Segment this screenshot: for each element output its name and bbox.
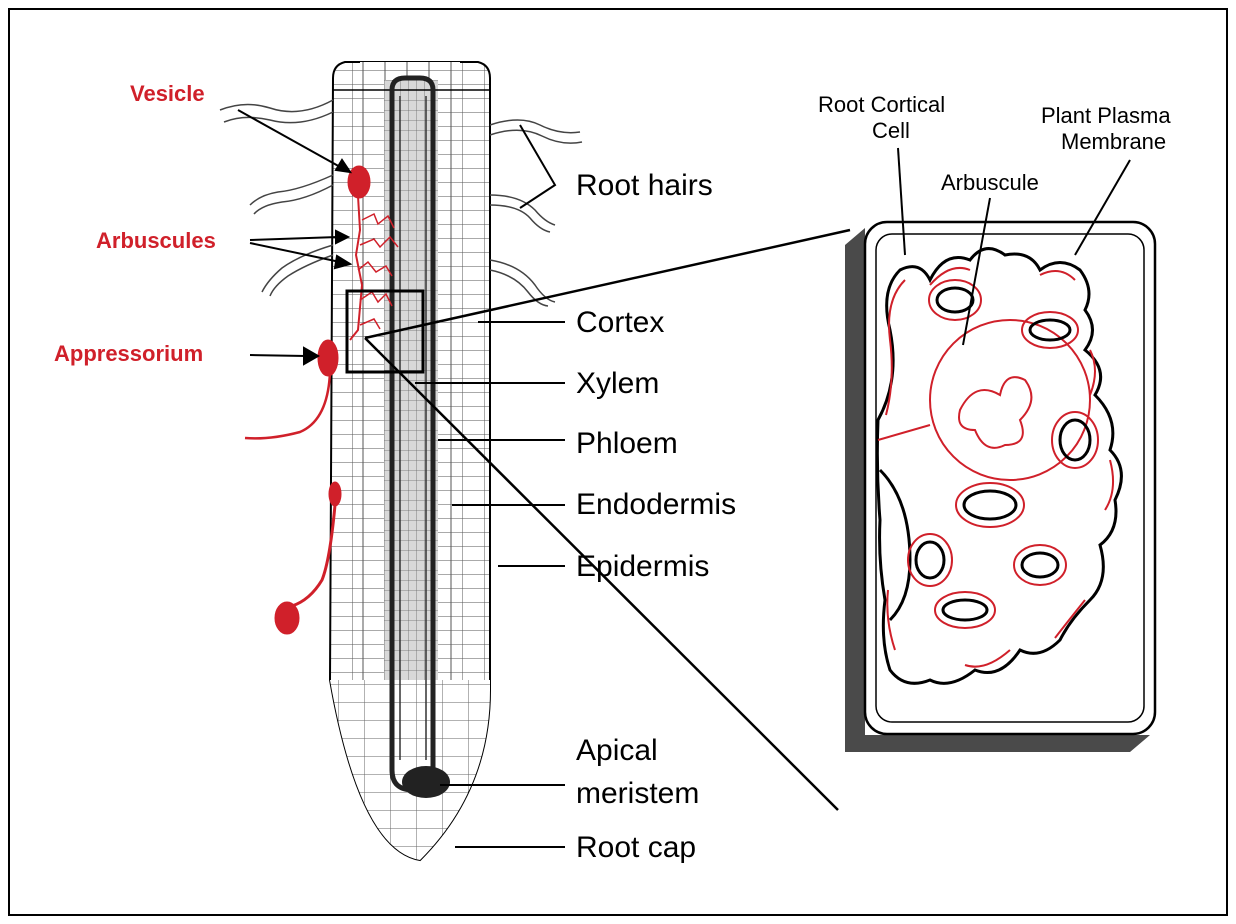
appressorium-shape: [318, 340, 338, 376]
root-cortical-label: Root Cortical: [818, 92, 945, 117]
cell-label: Cell: [872, 118, 910, 143]
cortical-cell-inset: [845, 148, 1155, 752]
xylem-label: Xylem: [576, 367, 659, 400]
apical-label: Apical: [576, 734, 658, 767]
root-cap-label: Root cap: [576, 831, 696, 864]
plant-plasma-label: Plant Plasma: [1041, 103, 1171, 128]
endodermis-label: Endodermis: [576, 488, 736, 521]
vesicle-label: Vesicle: [130, 81, 205, 106]
arbuscule-label: Arbuscule: [941, 170, 1039, 195]
phloem-label: Phloem: [576, 427, 678, 460]
apical-meristem-shape: [402, 766, 450, 798]
membrane-label: Membrane: [1061, 129, 1166, 154]
cortex-label: Cortex: [576, 306, 664, 339]
meristem-label: meristem: [576, 777, 699, 810]
appressorium-label: Appressorium: [54, 341, 203, 366]
arbuscules-label: Arbuscules: [96, 228, 216, 253]
vesicle-shape: [348, 166, 370, 198]
epidermis-label: Epidermis: [576, 550, 709, 583]
root-hairs-label: Root hairs: [576, 169, 713, 202]
